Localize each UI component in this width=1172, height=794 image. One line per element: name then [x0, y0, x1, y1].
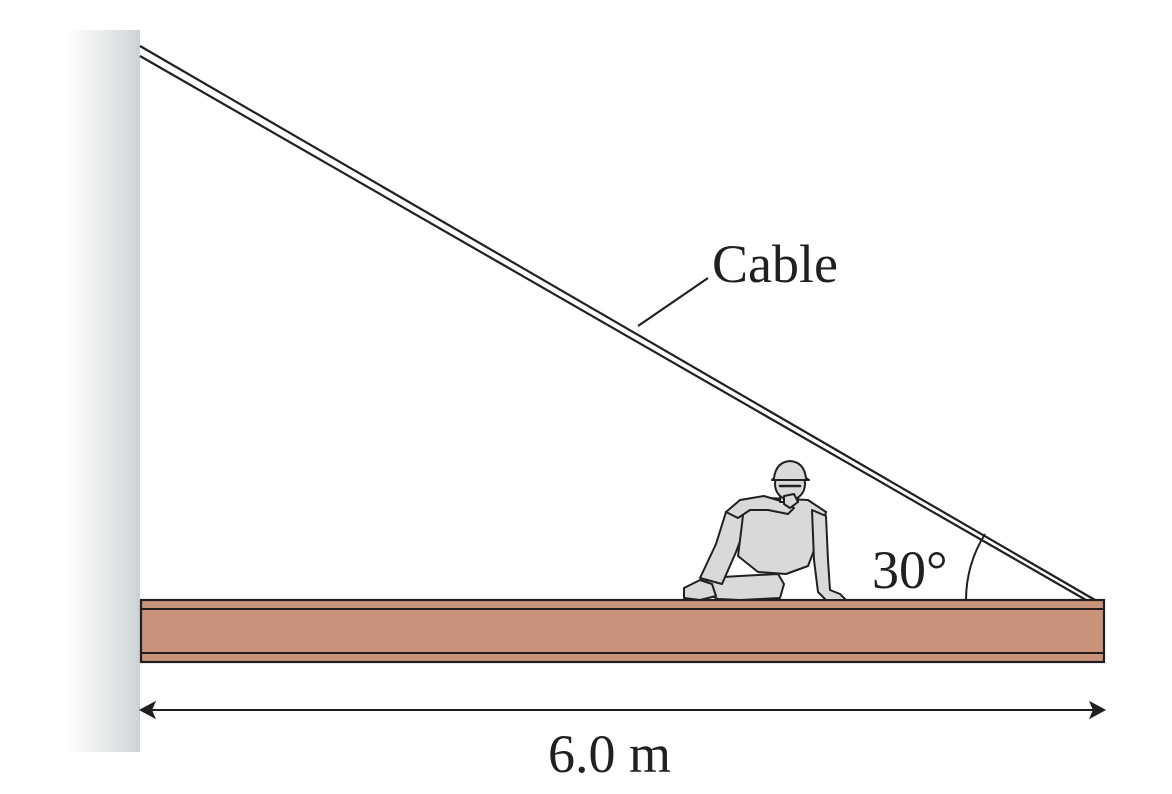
- angle-arc: [965, 533, 986, 601]
- wall: [66, 30, 140, 752]
- dimension-arrow: [138, 700, 1107, 720]
- length-label: 6.0 m: [548, 724, 671, 784]
- cable: [139, 45, 1096, 601]
- beam: [139, 598, 1106, 664]
- cable-leader-line: [637, 277, 709, 327]
- angle-label: 30°: [872, 540, 948, 600]
- person-icon: [683, 460, 847, 601]
- cable-label: Cable: [712, 234, 838, 294]
